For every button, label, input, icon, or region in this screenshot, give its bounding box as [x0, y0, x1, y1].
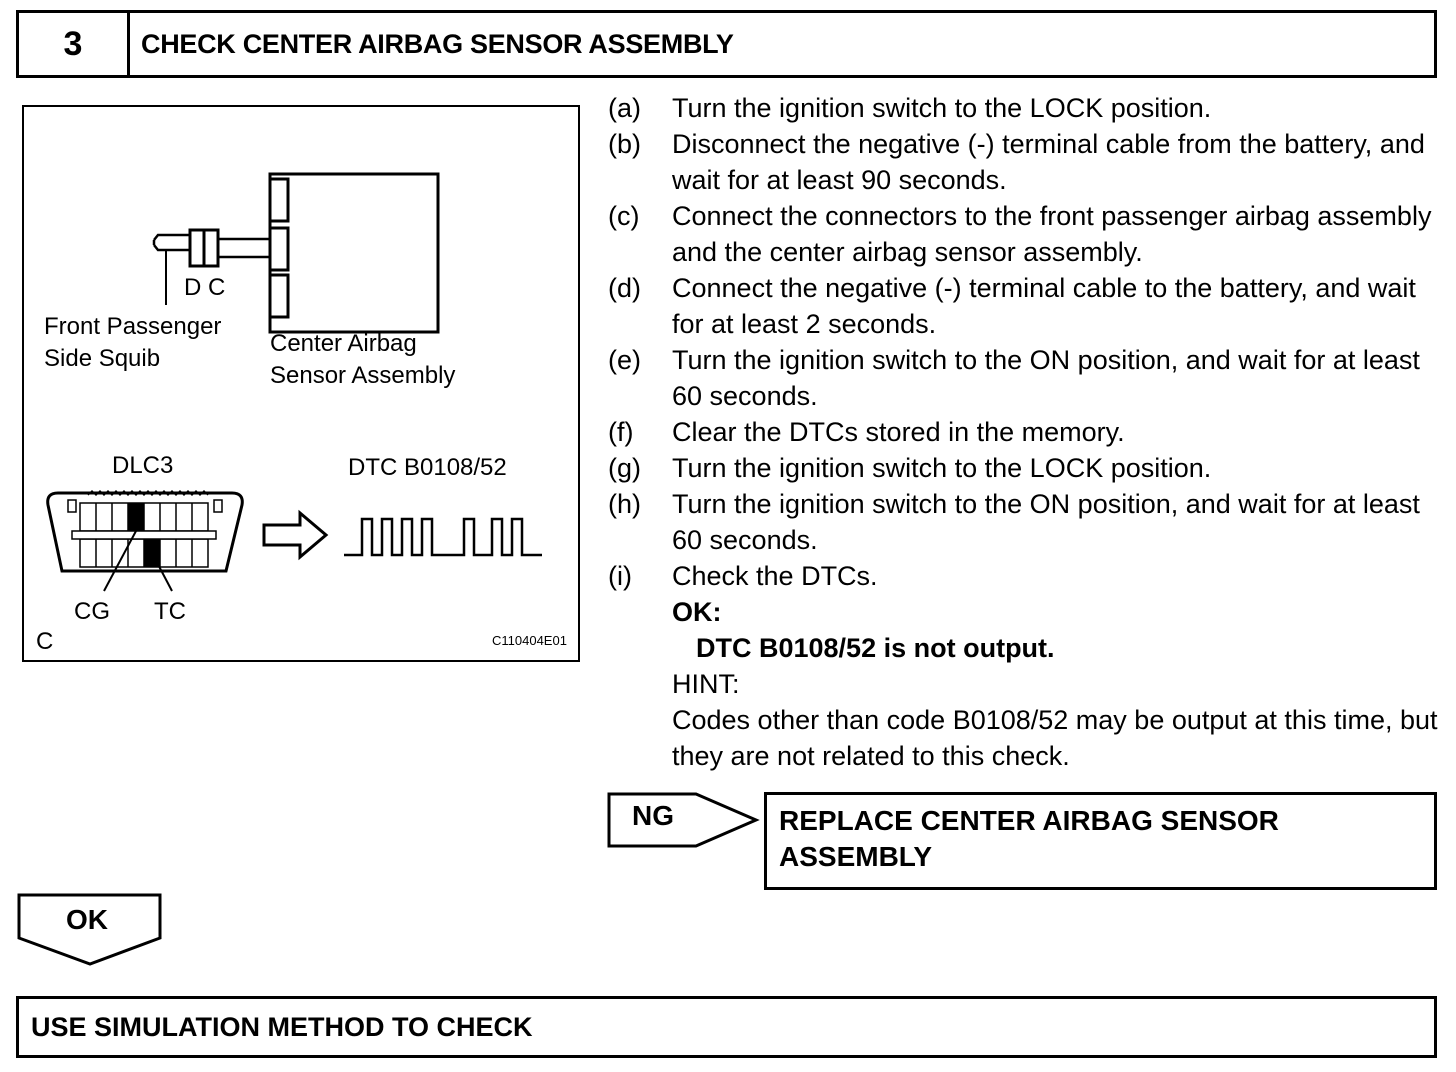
cg-label: CG	[74, 598, 110, 625]
step-d: (d) Connect the negative (-) terminal ca…	[608, 270, 1443, 342]
wiring-diagram: D C Front Passenger Side Squib Center Ai…	[36, 172, 567, 655]
connector-c	[202, 228, 220, 268]
ok-criteria-title: OK:	[672, 597, 722, 627]
sensor-connector-3	[268, 273, 290, 319]
ng-result-box: REPLACE CENTER AIRBAG SENSOR ASSEMBLY	[764, 792, 1437, 890]
dtc-waveform	[344, 517, 542, 557]
step-label: (b)	[608, 129, 641, 159]
connector-label: D C	[184, 274, 225, 301]
step-text: Turn the ignition switch to the LOCK pos…	[672, 453, 1212, 483]
cg-terminal	[128, 503, 144, 531]
cg-leader-line	[103, 530, 137, 592]
squib-wire-tip-lower	[153, 244, 190, 252]
step-text: Turn the ignition switch to the ON posit…	[672, 345, 1420, 411]
step-text: Turn the ignition switch to the ON posit…	[672, 489, 1420, 555]
tc-label: TC	[154, 598, 186, 625]
step-g: (g) Turn the ignition switch to the LOCK…	[608, 450, 1443, 486]
squib-label-line1: Front Passenger	[44, 313, 221, 340]
step-number: 3	[19, 13, 130, 75]
connector-d	[188, 228, 206, 268]
hint-title: HINT:	[672, 669, 740, 699]
sensor-connector-1	[268, 177, 290, 223]
step-text: Connect the negative (-) terminal cable …	[672, 273, 1416, 339]
step-i: (i) Check the DTCs.	[608, 558, 1443, 594]
right-arrow-icon	[262, 509, 329, 561]
next-step-title: USE SIMULATION METHOD TO CHECK	[31, 1012, 533, 1042]
step-label: (h)	[608, 489, 641, 519]
step-label: (a)	[608, 93, 641, 123]
step-text: Clear the DTCs stored in the memory.	[672, 417, 1125, 447]
step-c: (c) Connect the connectors to the front …	[608, 198, 1443, 270]
step-title: CHECK CENTER AIRBAG SENSOR ASSEMBLY	[141, 29, 734, 59]
step-text: Turn the ignition switch to the LOCK pos…	[672, 93, 1212, 123]
step-b: (b) Disconnect the negative (-) terminal…	[608, 126, 1443, 198]
step-text: Connect the connectors to the front pass…	[672, 201, 1432, 267]
ng-label: NG	[632, 800, 674, 831]
tc-leader-line	[151, 552, 173, 592]
step-h: (h) Turn the ignition switch to the ON p…	[608, 486, 1443, 558]
ng-result-line1: REPLACE CENTER AIRBAG SENSOR	[779, 805, 1279, 836]
sensor-assembly-body	[268, 172, 440, 334]
figure-code: C110404E01	[492, 633, 567, 648]
ok-arrow-icon	[17, 893, 162, 966]
ng-arrow-icon	[607, 792, 760, 848]
squib-label-line2: Side Squib	[44, 345, 160, 372]
step-label: (e)	[608, 345, 641, 375]
step-e: (e) Turn the ignition switch to the ON p…	[608, 342, 1443, 414]
step-header: 3 CHECK CENTER AIRBAG SENSOR ASSEMBLY	[16, 10, 1437, 78]
sensor-label-line2: Sensor Assembly	[270, 362, 455, 389]
corner-label: C	[36, 628, 53, 655]
wiring-figure: D C Front Passenger Side Squib Center Ai…	[22, 105, 580, 662]
dlc-label: DLC3	[112, 452, 173, 479]
dtc-label: DTC B0108/52	[348, 454, 507, 481]
hint-text: Codes other than code B0108/52 may be ou…	[672, 705, 1438, 771]
sensor-connector-2	[268, 226, 290, 272]
step-label: (g)	[608, 453, 641, 483]
ok-criteria-value: DTC B0108/52 is not output.	[696, 633, 1055, 663]
step-f: (f) Clear the DTCs stored in the memory.	[608, 414, 1443, 450]
next-step-box: USE SIMULATION METHOD TO CHECK	[16, 996, 1437, 1058]
step-text: Disconnect the negative (-) terminal cab…	[672, 129, 1425, 195]
step-a: (a) Turn the ignition switch to the LOCK…	[608, 90, 1443, 126]
ng-result-text: REPLACE CENTER AIRBAG SENSOR ASSEMBLY	[779, 803, 1279, 875]
step-label: (d)	[608, 273, 641, 303]
ok-label: OK	[66, 904, 108, 935]
sensor-label-line1: Center Airbag	[270, 330, 417, 357]
step-label: (f)	[608, 417, 634, 447]
squib-wire-tip	[153, 233, 190, 241]
step-label: (i)	[608, 561, 632, 591]
ng-result-line2: ASSEMBLY	[779, 841, 933, 872]
procedure-steps: (a) Turn the ignition switch to the LOCK…	[608, 90, 1443, 774]
step-text: Check the DTCs.	[672, 561, 878, 591]
step-label: (c)	[608, 201, 640, 231]
